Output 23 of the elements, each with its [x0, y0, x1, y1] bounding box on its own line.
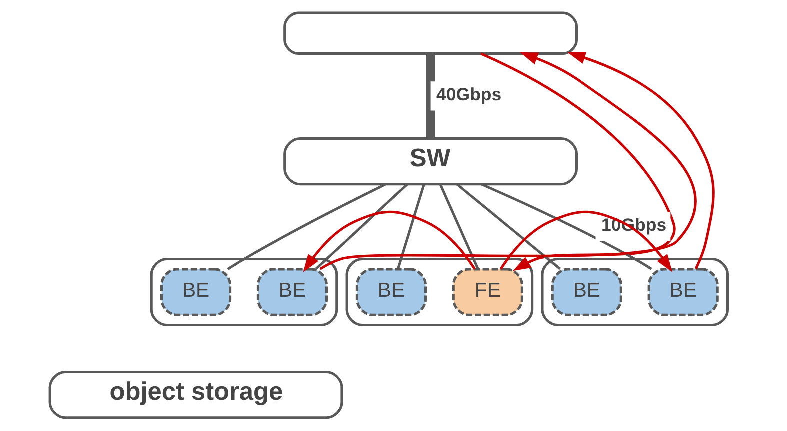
arrow — [302, 210, 476, 272]
node-box — [283, 12, 578, 55]
connector — [438, 184, 479, 270]
edge-label: 40Gbps — [436, 84, 502, 104]
connector — [226, 183, 386, 270]
connector — [314, 184, 408, 270]
connector — [396, 184, 425, 270]
node-box: BE — [550, 268, 622, 316]
node-box: FE — [452, 268, 523, 316]
arrow — [480, 52, 676, 272]
cluster — [540, 258, 729, 327]
connector — [456, 184, 561, 270]
cluster — [150, 258, 338, 327]
node-box: BE — [647, 268, 718, 316]
connector — [426, 54, 435, 138]
node-box: object storage — [48, 370, 343, 420]
node-box: BE — [355, 268, 426, 316]
node-box: BE — [160, 268, 232, 316]
connector — [480, 183, 652, 270]
node-box: BE — [256, 268, 328, 316]
arrow — [319, 52, 696, 270]
node-box: SW — [283, 137, 578, 186]
arrow — [567, 52, 714, 270]
